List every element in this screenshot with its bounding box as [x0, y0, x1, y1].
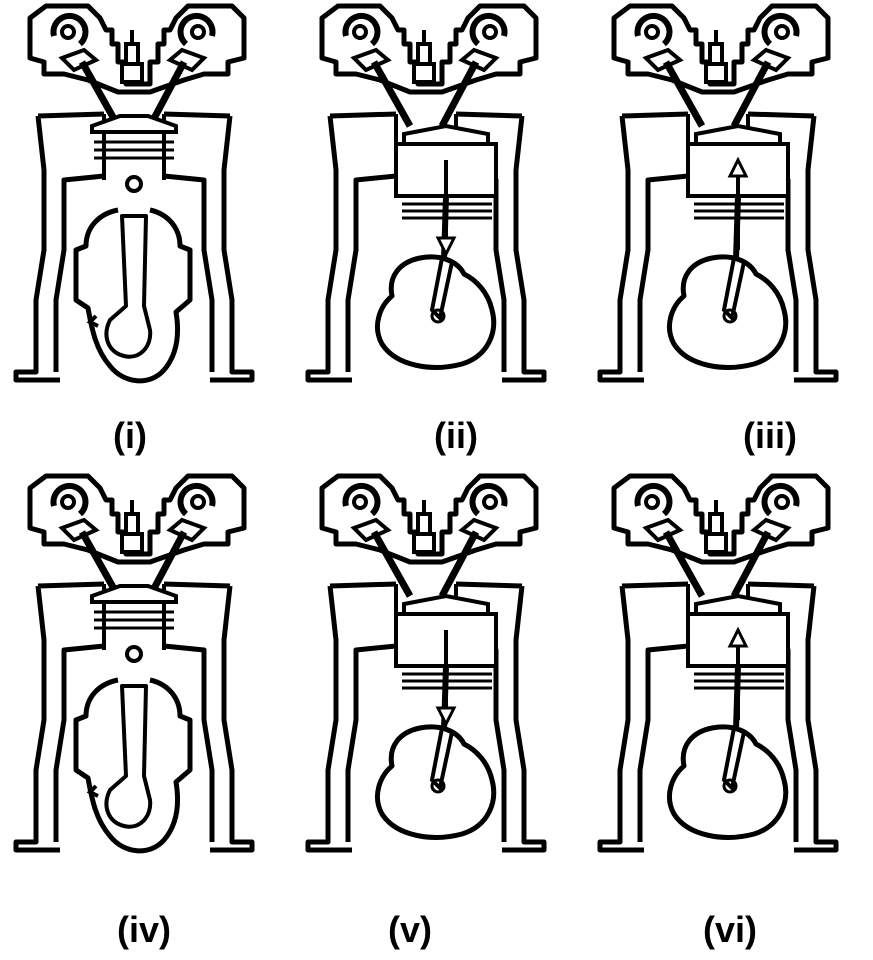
panel-label-6: (vi) [660, 912, 800, 948]
intake-cam-center [62, 26, 74, 38]
block-left-wall [16, 584, 104, 850]
exhaust-rocker [462, 520, 496, 540]
block-left-wall [16, 114, 104, 380]
exhaust-rocker [170, 50, 204, 70]
intake-cam-center [354, 26, 366, 38]
spark-plug-base [706, 534, 726, 552]
spark-plug-body [710, 514, 722, 534]
exhaust-cam-center [776, 496, 788, 508]
intake-cam-center [354, 496, 366, 508]
wrist-pin [127, 177, 141, 191]
panel-label-2: (ii) [386, 418, 526, 454]
panel-label-4: (iv) [74, 912, 214, 948]
panel-label-1: (i) [60, 418, 200, 454]
spark-plug-body [418, 44, 430, 64]
exhaust-rocker [170, 520, 204, 540]
intake-rocker [646, 50, 680, 70]
spark-plug-base [414, 534, 434, 552]
engine-panel-5 [292, 470, 582, 870]
spark-plug-body [710, 44, 722, 64]
connecting-rod-lower [432, 728, 452, 788]
piston-crown [404, 596, 488, 614]
connecting-rod [106, 686, 150, 827]
spark-plug-base [414, 64, 434, 82]
downstroke-arrow-head [438, 238, 454, 254]
engine-panel-2 [292, 0, 582, 400]
engine-panel-4 [0, 470, 290, 870]
intake-rocker [62, 50, 96, 70]
downstroke-arrow-head [438, 708, 454, 724]
intake-rocker [646, 520, 680, 540]
connecting-rod [106, 216, 150, 357]
exhaust-cam-center [192, 26, 204, 38]
spark-plug-body [418, 514, 430, 534]
engine-drawing [308, 476, 544, 850]
engine-drawing [600, 6, 836, 380]
exhaust-cam-center [484, 496, 496, 508]
intake-rocker [62, 520, 96, 540]
intake-rocker [354, 50, 388, 70]
piston-crown [696, 126, 780, 144]
spark-plug-body [126, 514, 138, 534]
connecting-rod-lower [432, 258, 452, 318]
engine-panel-3 [584, 0, 873, 400]
intake-cam-center [62, 496, 74, 508]
panel-label-3: (iii) [700, 418, 840, 454]
spark-plug-base [706, 64, 726, 82]
spark-plug-base [122, 64, 142, 82]
connecting-rod-lower [724, 258, 744, 318]
engine-drawing [600, 476, 836, 850]
spark-plug-base [122, 534, 142, 552]
intake-cam-center [646, 496, 658, 508]
engine-drawing [16, 476, 252, 851]
engine-panel-6 [584, 470, 873, 870]
exhaust-cam-center [192, 496, 204, 508]
engine-drawing [308, 6, 544, 380]
intake-rocker [354, 520, 388, 540]
panel-label-5: (v) [340, 912, 480, 948]
intake-cam-center [646, 26, 658, 38]
engine-drawing [16, 6, 252, 381]
piston-crown [696, 596, 780, 614]
exhaust-cam-center [776, 26, 788, 38]
exhaust-rocker [462, 50, 496, 70]
connecting-rod-lower [724, 728, 744, 788]
engine-panel-1 [0, 0, 290, 400]
exhaust-rocker [754, 520, 788, 540]
piston-crown [404, 126, 488, 144]
spark-plug-body [126, 44, 138, 64]
exhaust-rocker [754, 50, 788, 70]
wrist-pin [127, 647, 141, 661]
exhaust-cam-center [484, 26, 496, 38]
